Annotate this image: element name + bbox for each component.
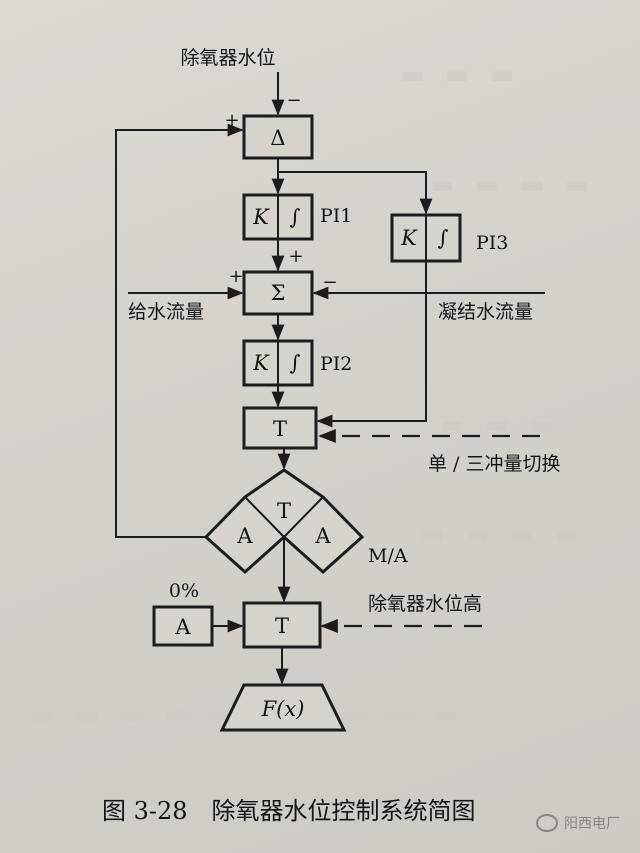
- ma-t-symbol: T: [277, 499, 291, 523]
- feedback-loop-line: [115, 123, 244, 538]
- ma-a-left: A: [236, 524, 253, 548]
- watermark: 阳西电厂: [536, 813, 620, 833]
- high-level-label: 除氧器水位高: [368, 593, 482, 615]
- fx-function-block: [219, 683, 347, 732]
- ma-divider-left: [244, 496, 285, 538]
- pi1-k: K: [252, 205, 270, 229]
- sign-plus-feedback: +: [224, 110, 239, 131]
- sign-plus-feedwater: +: [228, 266, 243, 287]
- t2-symbol: T: [275, 614, 289, 638]
- pi2-k: K: [252, 351, 270, 375]
- branch-to-pi3-line: [278, 171, 433, 215]
- sign-plus-pi1: +: [288, 246, 303, 267]
- fx-symbol: F(x): [261, 697, 305, 721]
- delta-symbol: Δ: [270, 126, 285, 150]
- pi2-label: PI2: [320, 353, 352, 375]
- feedwater-flow-label: 给水流量: [128, 301, 204, 323]
- ma-label: M/A: [368, 545, 408, 567]
- pi3-k: K: [400, 226, 418, 250]
- sigma-symbol: Σ: [271, 281, 286, 305]
- ma-divider-right: [283, 496, 324, 538]
- input-label: 除氧器水位: [180, 47, 275, 69]
- pi3-to-t1-line: [316, 261, 427, 428]
- switch-label: 单 / 三冲量切换: [428, 453, 560, 475]
- zero-a-symbol: A: [174, 615, 191, 639]
- watermark-text: 阳西电厂: [564, 816, 620, 832]
- pi1-integral: ∫: [290, 205, 301, 229]
- pi3-label: PI3: [476, 232, 508, 254]
- zero-percent-label: 0%: [169, 580, 199, 602]
- t2-switch-block: [242, 601, 322, 649]
- figure-caption: 图 3-28 除氧器水位控制系统简图: [102, 797, 476, 825]
- pi1-label: PI1: [320, 205, 352, 227]
- condensate-flow-label: 凝结水流量: [438, 301, 533, 323]
- t1-symbol: T: [273, 417, 287, 441]
- pi3-integral: ∫: [438, 226, 449, 250]
- ma-station: [203, 468, 365, 575]
- sign-minus-input: −: [286, 90, 301, 111]
- t1-switch-block: [242, 406, 318, 450]
- ma-a-right: A: [314, 524, 331, 548]
- wechat-icon: [536, 814, 558, 832]
- sign-minus-condensate: −: [322, 272, 337, 293]
- pi2-integral: ∫: [290, 351, 301, 375]
